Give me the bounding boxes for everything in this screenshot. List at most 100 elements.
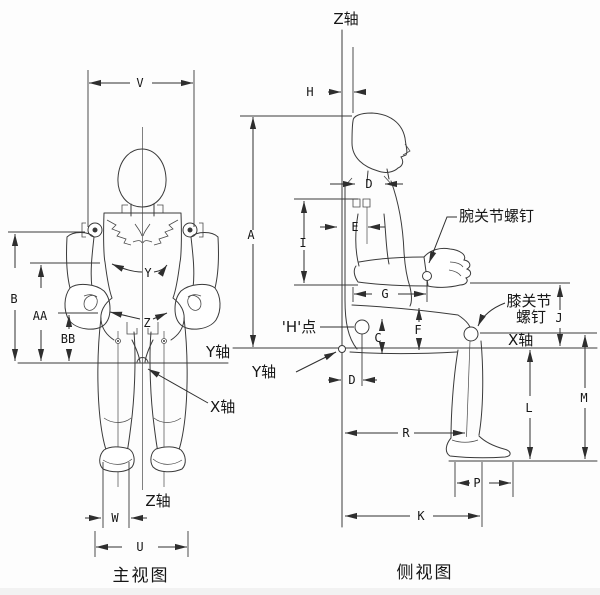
front-left-arm xyxy=(65,232,95,289)
dim-label-b: B xyxy=(10,292,17,306)
side-thigh-bottom xyxy=(349,351,458,354)
front-left-leg-outline xyxy=(97,317,136,453)
side-torso-front xyxy=(390,180,412,307)
dim-label-d-upper: D xyxy=(365,177,372,191)
side-torso-back xyxy=(344,183,358,350)
side-dim-A: A xyxy=(247,117,257,347)
dim-label-bb: BB xyxy=(61,332,75,346)
dim-label-g: G xyxy=(381,287,388,301)
knee-screw-label-line2: 螺钉 xyxy=(516,308,546,326)
dim-label-w: W xyxy=(111,511,119,525)
dim-label-f: F xyxy=(414,323,421,337)
dim-label-a: A xyxy=(247,228,255,242)
front-right-arm xyxy=(190,232,220,289)
side-hand-outline xyxy=(423,247,472,288)
dim-label-v: V xyxy=(136,76,143,90)
side-dim-H: H xyxy=(306,85,366,99)
side-nose xyxy=(402,143,411,156)
side-dim-I: I xyxy=(294,198,358,286)
side-dim-L: L xyxy=(525,350,534,459)
side-thigh-top xyxy=(351,304,473,335)
front-hip-joints xyxy=(115,338,167,344)
side-dim-C: C xyxy=(374,319,386,354)
dim-label-i: I xyxy=(299,236,306,250)
knee-screw-label-line1: 膝关节 xyxy=(506,292,551,310)
side-dim-J: J xyxy=(470,282,570,346)
side-view-caption: 侧视图 xyxy=(397,563,454,583)
h-point-marker xyxy=(354,319,370,335)
side-chest-latches xyxy=(352,198,371,208)
side-shin-outline xyxy=(450,340,484,439)
front-neck xyxy=(130,203,155,217)
front-right-foot xyxy=(150,446,186,473)
front-x-axis-label: X轴 xyxy=(210,398,235,416)
side-dim-F: F xyxy=(414,308,423,350)
side-shin-centerline xyxy=(465,340,471,452)
front-chest-zigzag-left xyxy=(106,219,132,246)
side-finger-lines xyxy=(448,261,464,277)
side-x-axis-label: X轴 xyxy=(508,331,533,349)
side-dim-P: P xyxy=(454,462,514,497)
front-view-caption: 主视图 xyxy=(113,566,170,586)
front-sternum-marks xyxy=(132,223,153,244)
side-y-axis-label: Y轴 xyxy=(251,363,276,381)
front-torso-outline xyxy=(103,212,182,299)
front-y-axis-label: Y轴 xyxy=(205,343,230,361)
h-point-callout: 'H'点 xyxy=(282,318,370,386)
front-dim-U: U xyxy=(94,531,189,557)
front-dim-V: V xyxy=(87,70,195,227)
side-z-axis-label: Z轴 xyxy=(333,10,358,28)
front-head-outline xyxy=(117,148,167,208)
front-pelvis-brackets xyxy=(126,322,159,335)
front-right-leg-outline xyxy=(149,317,188,453)
side-dim-K: K xyxy=(345,462,483,527)
side-knee-joint xyxy=(463,326,479,342)
dim-label-e: E xyxy=(351,220,358,234)
dim-label-d-lower: D xyxy=(348,373,355,387)
side-dim-R: R xyxy=(345,426,465,440)
side-dim-D-lower: D xyxy=(328,373,377,387)
wrist-screw-callout: 腕关节螺钉 xyxy=(428,207,534,264)
front-left-hand xyxy=(64,283,111,330)
front-right-hand-spring xyxy=(187,294,202,311)
side-dim-G: G xyxy=(352,281,428,302)
front-dim-W: W xyxy=(85,462,147,528)
side-dim-D-upper: D xyxy=(330,177,403,191)
dim-label-h: H xyxy=(306,85,313,99)
front-dim-Z: Z xyxy=(109,311,168,330)
front-left-foot xyxy=(99,446,135,473)
dim-label-r: R xyxy=(402,426,410,440)
front-left-foot-line xyxy=(102,458,133,465)
front-dim-B: B xyxy=(8,231,85,361)
side-head-outline xyxy=(351,112,408,173)
dim-label-p: P xyxy=(473,476,480,490)
dim-label-l: L xyxy=(525,401,532,415)
side-wrist-joint xyxy=(422,271,432,281)
side-view: Z轴 X轴 Y轴 xyxy=(232,10,598,583)
dim-label-z: Z xyxy=(143,316,150,330)
front-chest-zigzag-right xyxy=(153,219,179,246)
front-dummy-figure xyxy=(64,148,221,473)
front-right-foot-line xyxy=(152,458,183,465)
wrist-screw-label: 腕关节螺钉 xyxy=(459,207,534,225)
front-dim-BB: BB xyxy=(58,312,98,361)
front-dim-AA: AA xyxy=(30,262,100,361)
front-shoulder-bolts xyxy=(81,222,204,238)
page-bottom-edge xyxy=(0,588,600,595)
side-y-axis-callout: Y轴 xyxy=(251,351,337,381)
dim-label-k: K xyxy=(417,509,425,523)
dim-label-m: M xyxy=(580,391,587,405)
front-x-axis-callout: X轴 xyxy=(147,368,235,416)
side-dim-M: M xyxy=(580,335,589,459)
dim-label-aa: AA xyxy=(33,309,48,323)
side-upper-arm xyxy=(355,213,390,267)
dim-label-c: C xyxy=(374,331,381,345)
side-foot-outline xyxy=(445,435,511,459)
front-right-hand xyxy=(174,283,221,330)
side-origin-marker xyxy=(338,345,346,353)
knee-screw-callout: 膝关节 螺钉 xyxy=(477,292,552,327)
front-view: V B AA BB Y xyxy=(8,70,235,586)
dim-label-u: U xyxy=(136,540,143,554)
